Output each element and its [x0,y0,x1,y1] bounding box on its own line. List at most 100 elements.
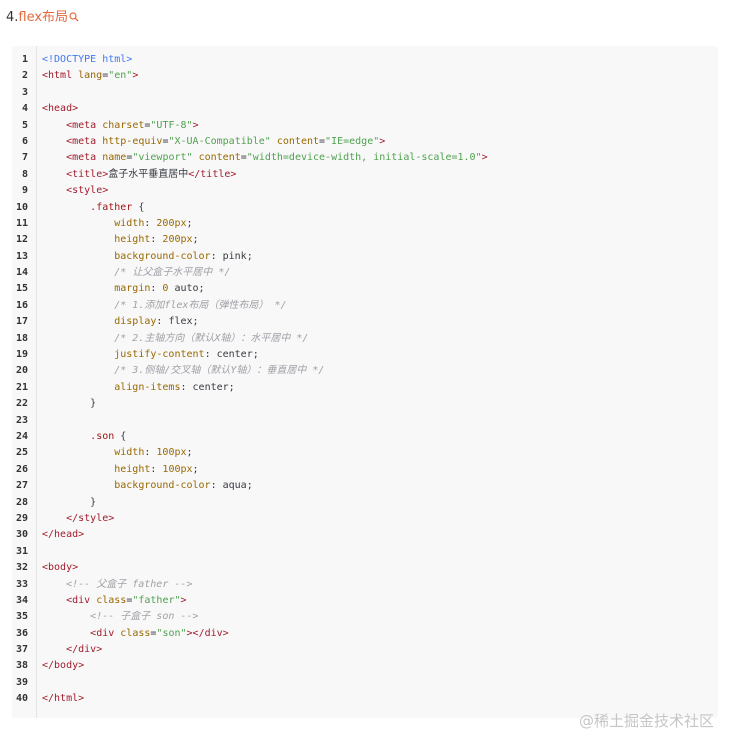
code-line: 15 margin: 0 auto; [12,281,718,297]
code-line: 19 justify-content: center; [12,347,718,363]
code-text: background-color: pink; [42,249,253,265]
code-text: </head> [42,527,84,543]
code-token: > [192,119,199,131]
line-number: 23 [15,414,28,426]
code-line: 9 <style> [12,183,718,199]
code-line: 29 </style> [12,511,718,527]
code-token: auto; [168,283,205,295]
code-token: align-items [114,381,181,393]
code-token [42,267,114,278]
code-token: ></div> [186,627,229,639]
code-token: = [126,152,133,164]
code-token: .father [90,201,133,213]
code-token [42,169,66,180]
code-token: margin [114,283,151,295]
line-number: 7 [21,152,28,164]
code-line: 24 .son { [12,429,718,445]
line-number: 37 [15,644,28,656]
code-token [42,316,114,327]
code-token: charset [102,119,145,131]
watermark: @稀土掘金技术社区 [578,712,714,730]
code-line: 16 /* 1.添加flex布局（弹性布局） */ [12,298,718,314]
code-text: </html> [42,691,84,707]
line-number: 35 [15,611,28,623]
code-token [42,333,114,344]
code-text: height: 200px; [42,232,199,248]
code-token: : [150,283,163,295]
code-text: <!DOCTYPE html> [42,52,132,68]
code-line: 30 </head> [12,527,718,543]
heading-number: 4. [6,10,19,25]
code-token: <meta [66,119,103,131]
line-number: 10 [15,201,28,213]
code-text: .father { [42,200,144,216]
code-token: "IE=edge" [325,135,380,147]
line-number-gutter [12,46,37,718]
code-token: <!-- 父盒子 father --> [66,578,193,590]
code-token: <title> [66,168,109,180]
code-token: /* 2.主轴方向（默认X轴）：水平居中 */ [114,332,309,344]
code-token: <html [42,70,79,82]
code-token: = [240,152,247,164]
code-token [42,234,114,245]
line-number: 32 [15,562,28,574]
line-number: 29 [15,512,28,524]
line-number: 16 [15,299,28,311]
code-text: width: 200px; [42,216,192,232]
code-line: 26 height: 100px; [12,462,718,478]
line-number: 21 [15,381,28,393]
code-token: justify-content [114,349,205,361]
code-token [42,251,114,262]
code-token: ; [192,234,199,246]
code-token: "son" [156,627,187,639]
line-number: 30 [15,529,28,541]
code-token: > [132,70,139,82]
search-icon[interactable] [69,12,79,22]
code-token: <head> [42,103,79,115]
code-token: "width=device-width, initial-scale=1.0" [246,152,482,164]
code-line: 12 height: 200px; [12,232,718,248]
code-line: 28 } [12,495,718,511]
code-token [42,382,114,393]
code-token: background-color [114,250,211,262]
code-line: 35 <!-- 子盒子 son --> [12,609,718,625]
code-token: : [144,217,157,229]
code-token: : center; [204,349,259,361]
code-token: content [276,135,320,147]
code-token [42,579,66,590]
code-token: : pink; [210,250,253,262]
line-number: 4 [21,103,28,115]
code-text: </style> [42,511,114,527]
line-number: 6 [21,135,28,147]
code-line: 40</html> [12,691,718,707]
code-token [42,300,114,311]
code-line: 13 background-color: pink; [12,249,718,265]
heading-link[interactable]: flex布局 [18,10,69,25]
code-token: : [150,234,163,246]
code-token: 100px [162,463,193,475]
code-token: 0 [162,283,169,295]
code-token: </html> [42,693,85,705]
code-text: /* 3.侧轴/交叉轴（默认Y轴）：垂直居中 */ [42,363,324,379]
code-line: 6 <meta http-equiv="X-UA-Compatible" con… [12,134,718,150]
code-token: content [198,152,241,164]
line-number: 8 [21,168,28,180]
code-token [42,349,114,360]
code-line: 33 <!-- 父盒子 father --> [12,577,718,593]
code-token: = [150,627,157,639]
code-token: : [150,463,163,475]
code-line: 34 <div class="father"> [12,593,718,609]
code-token: </div> [66,644,103,656]
line-number: 39 [15,676,28,688]
line-number: 13 [15,250,28,262]
line-number: 3 [21,86,28,98]
code-token: <meta [66,135,103,147]
code-text: width: 100px; [42,445,192,461]
code-line: 25 width: 100px; [12,445,718,461]
line-number: 9 [21,185,28,197]
code-token: http-equiv [102,135,163,147]
line-number: 12 [15,234,28,246]
code-token: <div [66,594,97,606]
